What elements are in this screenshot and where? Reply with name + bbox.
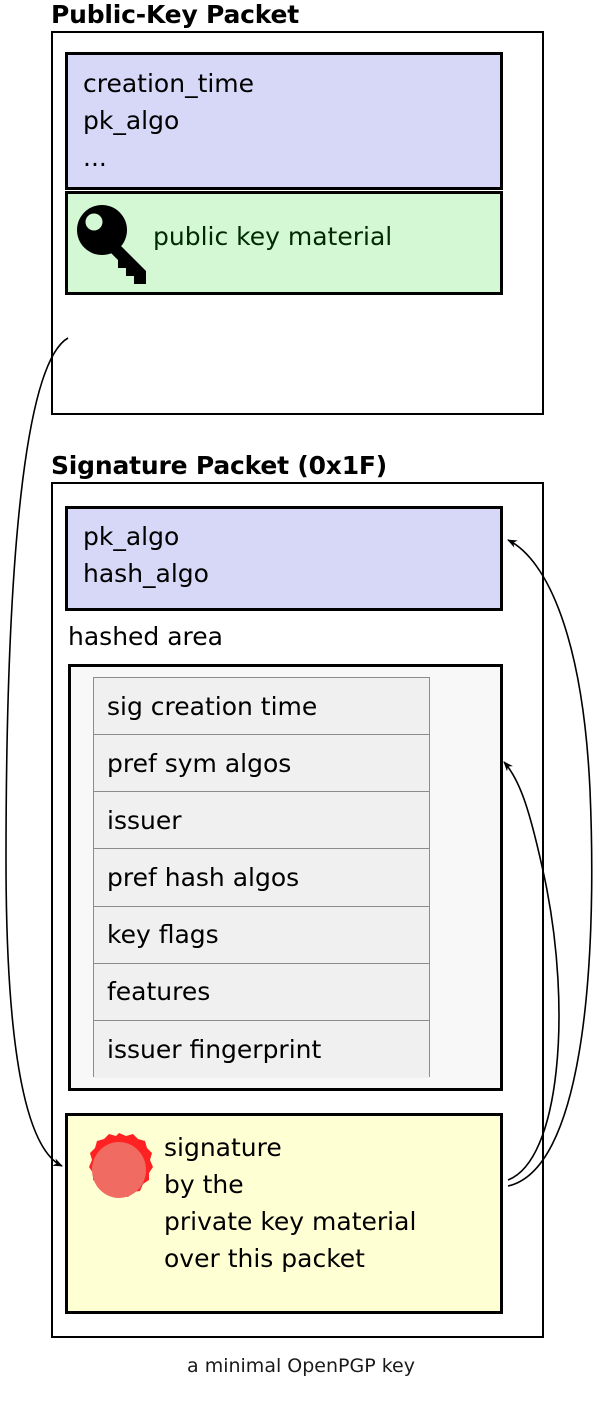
hashed-area-label: hashed area [68,622,223,651]
signature-packet-title: Signature Packet (0x1F) [51,451,388,480]
diagram-caption: a minimal OpenPGP key [187,1355,415,1377]
subpacket-row: key flags [94,906,429,964]
subpacket-row: issuer [94,792,429,850]
subpacket-row: issuer fingerprint [94,1020,429,1078]
wax-seal-icon [89,1133,153,1198]
signature-algo-box: pk_algo hash_algo [65,506,503,611]
public-key-material-box: public key material [65,191,503,295]
public-key-packet-title: Public-Key Packet [51,0,300,29]
public-key-metadata-text: creation_time pk_algo ... [83,69,255,172]
signature-algo-text: pk_algo hash_algo [83,522,209,588]
public-key-metadata-box: creation_time pk_algo ... [65,52,503,190]
subpacket-row: pref sym algos [94,735,429,793]
hashed-area-box: sig creation time pref sym algos issuer … [68,664,503,1091]
key-icon [77,205,146,284]
subpacket-list: sig creation time pref sym algos issuer … [93,677,430,1078]
subpacket-row: pref hash algos [94,849,429,907]
public-key-material-label: public key material [153,222,393,251]
signature-description-text: signature by the private key material ov… [164,1133,417,1273]
subpacket-row: features [94,963,429,1021]
subpacket-row: sig creation time [94,678,429,736]
signature-box: signature by the private key material ov… [65,1113,503,1314]
